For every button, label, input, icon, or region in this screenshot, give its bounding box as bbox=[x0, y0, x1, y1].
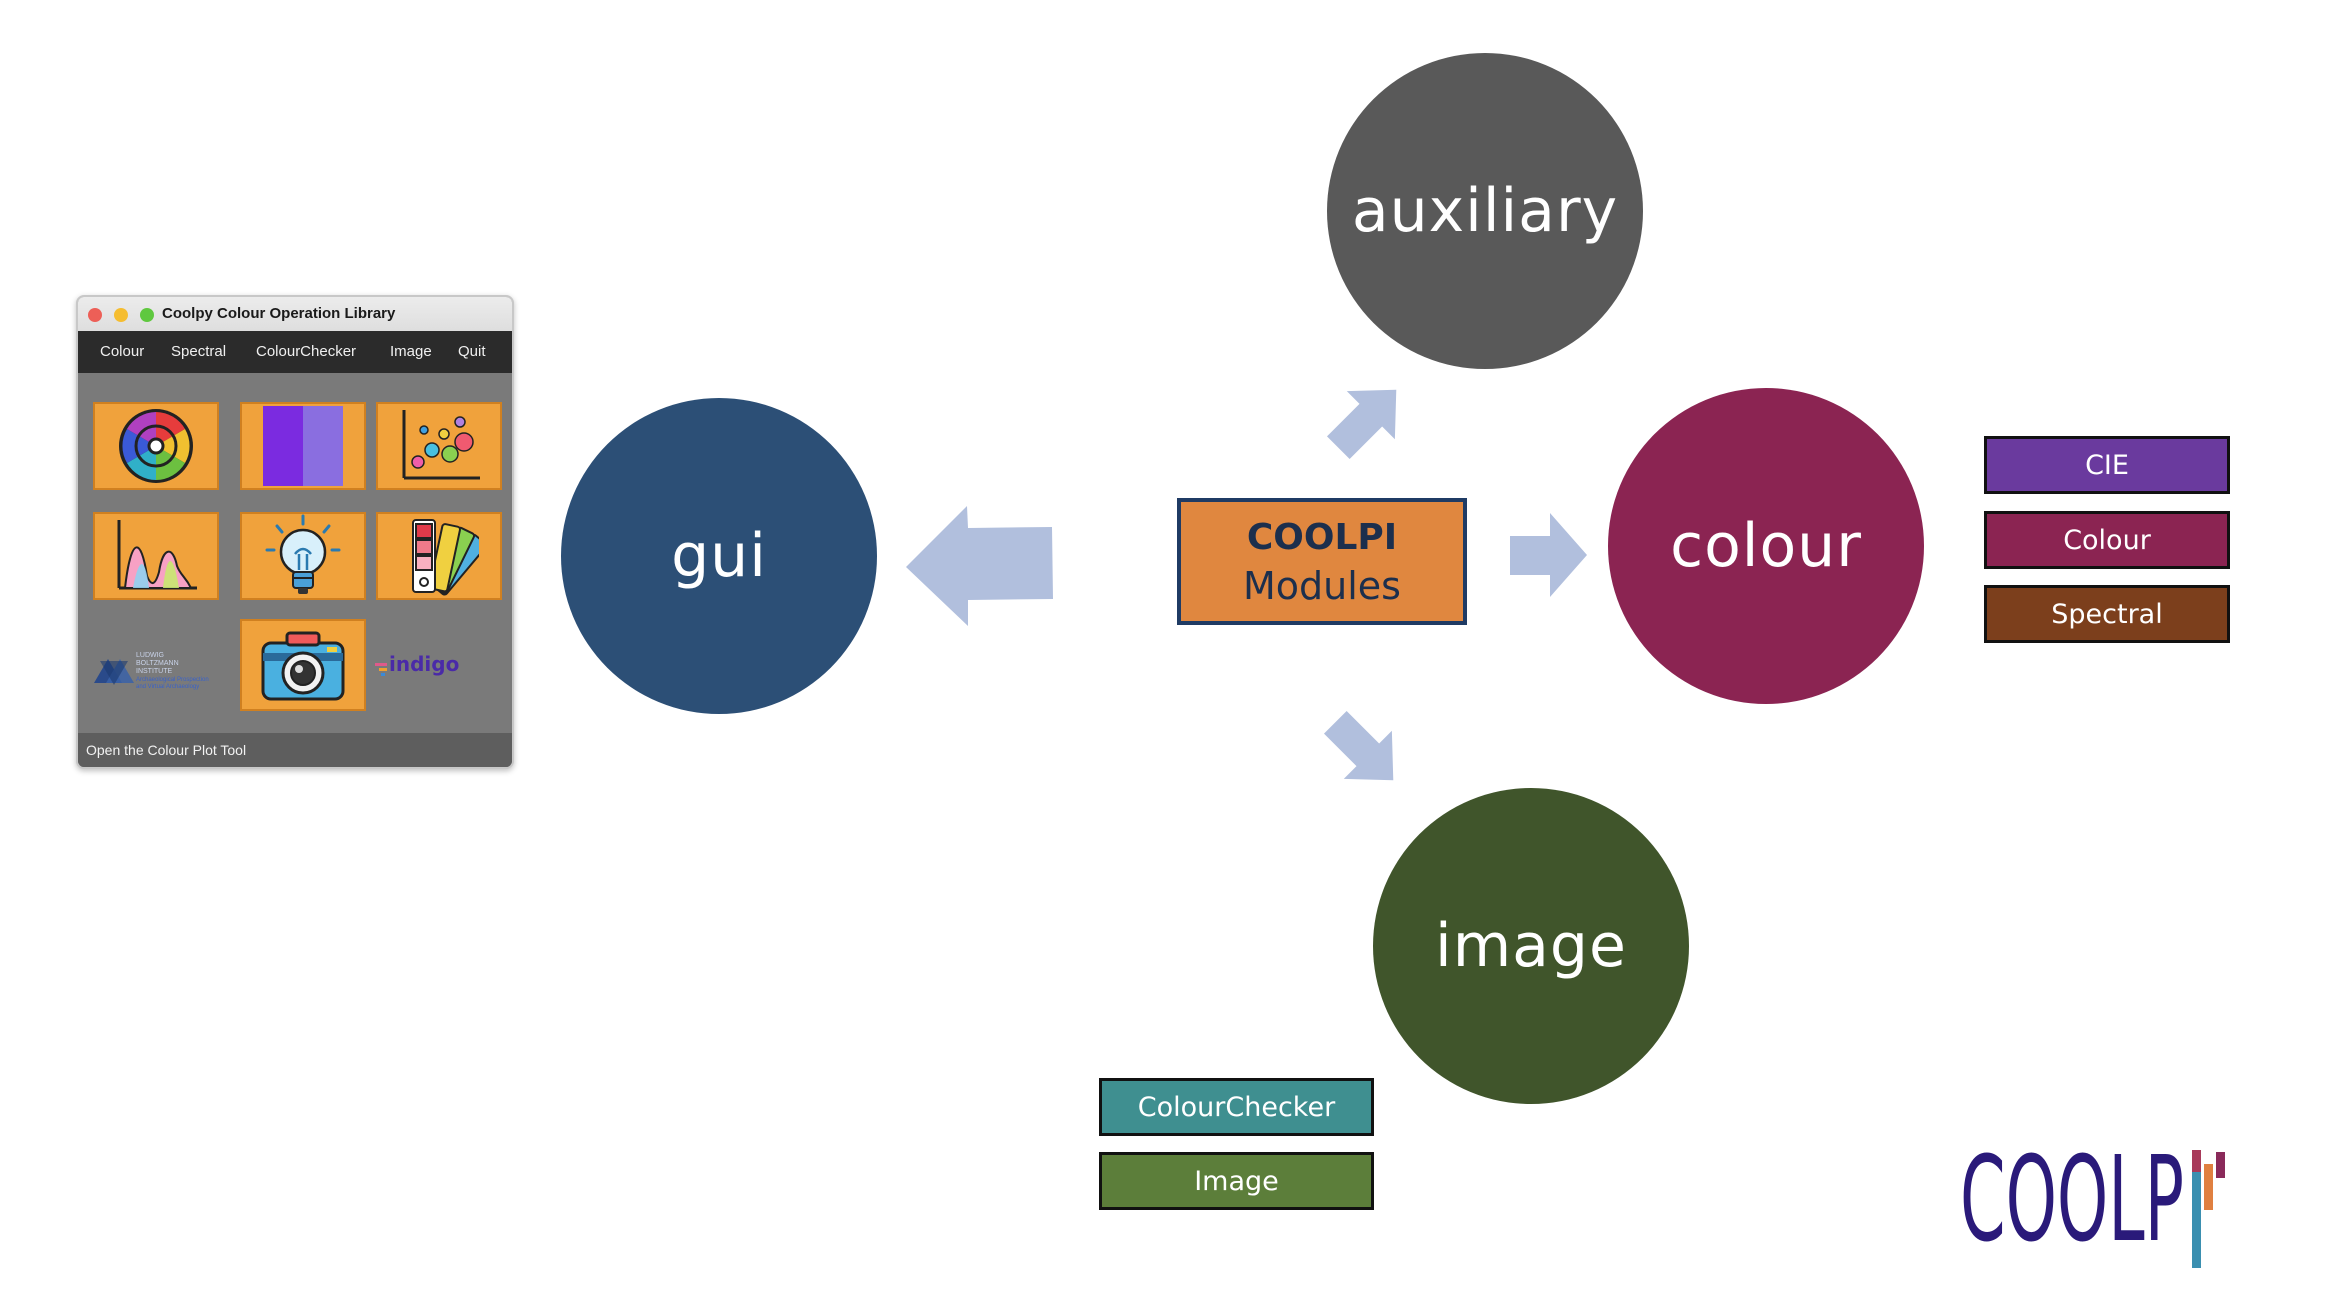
submodule-image: Image bbox=[1099, 1152, 1374, 1210]
colour-swatch-button[interactable] bbox=[240, 402, 366, 490]
auxiliary-module-label: auxiliary bbox=[1351, 176, 1619, 246]
minimize-window-button[interactable] bbox=[114, 308, 128, 322]
center-box-subtitle: Modules bbox=[1243, 563, 1401, 608]
indigo-logo-text: indigo bbox=[389, 652, 459, 676]
window-title: Coolpy Colour Operation Library bbox=[162, 305, 396, 322]
app-window-screenshot: Coolpy Colour Operation Library Colour S… bbox=[76, 295, 514, 769]
submodule-colour: Colour bbox=[1984, 511, 2230, 569]
logo-bar-purple bbox=[2216, 1152, 2225, 1178]
colour-fan-deck-icon bbox=[412, 519, 479, 596]
close-window-button[interactable] bbox=[88, 308, 102, 322]
logo-bar-orange bbox=[2204, 1164, 2213, 1210]
lbi-line-4: Archaeological Prospection bbox=[136, 677, 209, 683]
spectral-plot-icon bbox=[117, 520, 197, 590]
image-module-label: image bbox=[1435, 911, 1627, 981]
arrow-to-colour bbox=[1510, 513, 1587, 597]
logo-bar-blue bbox=[2192, 1150, 2201, 1268]
indigo-logo: indigo bbox=[373, 647, 473, 687]
arrow-to-auxiliary bbox=[1326, 389, 1397, 460]
colour-swatch-icon bbox=[263, 406, 343, 486]
submodule-colourchecker-label: ColourChecker bbox=[1137, 1091, 1336, 1123]
colour-module-node: colour bbox=[1608, 388, 1924, 704]
gui-module-node: gui bbox=[561, 398, 877, 714]
auxiliary-module-node: auxiliary bbox=[1327, 53, 1643, 369]
scatter-plot-icon bbox=[402, 410, 480, 480]
lbi-line-5: and Virtual Archaeology bbox=[136, 684, 199, 690]
menu-item-quit[interactable]: Quit bbox=[458, 343, 486, 360]
menu-item-colourchecker[interactable]: ColourChecker bbox=[256, 343, 357, 360]
maximize-window-button[interactable] bbox=[140, 308, 154, 322]
lbi-triangles-icon: LUDWIG BOLTZMANN INSTITUTE Archaeologica… bbox=[94, 652, 209, 690]
window-titlebar: Coolpy Colour Operation Library bbox=[78, 297, 512, 332]
colour-module-label: colour bbox=[1670, 511, 1862, 581]
gui-module-label: gui bbox=[671, 521, 767, 591]
indigo-mark-icon: indigo bbox=[375, 652, 459, 676]
submodule-cie-label: CIE bbox=[2085, 449, 2129, 481]
lbi-line-3: INSTITUTE bbox=[136, 668, 172, 675]
coolpi-logo-text: COOLP bbox=[1960, 1136, 2184, 1268]
lightbulb-icon bbox=[265, 514, 341, 594]
submodule-colour-label: Colour bbox=[2063, 524, 2151, 556]
coolpi-modules-box: COOLPI Modules bbox=[1177, 498, 1467, 625]
center-box-title: COOLPI bbox=[1246, 516, 1398, 558]
scatter-plot-button[interactable] bbox=[376, 402, 502, 490]
submodule-image-label: Image bbox=[1194, 1165, 1279, 1197]
coolpi-logo-mark: COOLP bbox=[1960, 1130, 2225, 1268]
colour-fan-deck-button[interactable] bbox=[376, 512, 502, 600]
arrow-to-gui bbox=[906, 506, 1053, 626]
spectral-plot-button[interactable] bbox=[93, 512, 219, 600]
coolpi-logo: COOLP bbox=[1960, 1130, 2260, 1280]
menu-item-spectral[interactable]: Spectral bbox=[171, 343, 227, 360]
menu-item-colour[interactable]: Colour bbox=[100, 343, 145, 360]
menu-item-image[interactable]: Image bbox=[390, 343, 432, 360]
submodule-colourchecker: ColourChecker bbox=[1099, 1078, 1374, 1136]
colour-wheel-icon bbox=[119, 409, 193, 483]
submodule-spectral: Spectral bbox=[1984, 585, 2230, 643]
camera-icon bbox=[261, 631, 345, 701]
image-module-node: image bbox=[1373, 788, 1689, 1104]
submodule-cie: CIE bbox=[1984, 436, 2230, 494]
menu-bar: Colour Spectral ColourChecker Image Quit bbox=[78, 331, 512, 373]
lbi-line-2: BOLTZMANN bbox=[136, 660, 179, 667]
ludwig-boltzmann-institute-logo: LUDWIG BOLTZMANN INSTITUTE Archaeologica… bbox=[92, 635, 222, 705]
status-bar: Open the Colour Plot Tool bbox=[78, 733, 512, 767]
logo-bar-top bbox=[2192, 1150, 2201, 1172]
lbi-line-1: LUDWIG bbox=[136, 652, 164, 659]
arrow-to-image bbox=[1323, 710, 1394, 781]
status-text: Open the Colour Plot Tool bbox=[86, 742, 247, 758]
submodule-spectral-label: Spectral bbox=[2051, 598, 2163, 630]
colour-plot-tool-button[interactable] bbox=[93, 402, 219, 490]
image-tool-button[interactable] bbox=[240, 619, 366, 711]
illuminant-button[interactable] bbox=[240, 512, 366, 600]
